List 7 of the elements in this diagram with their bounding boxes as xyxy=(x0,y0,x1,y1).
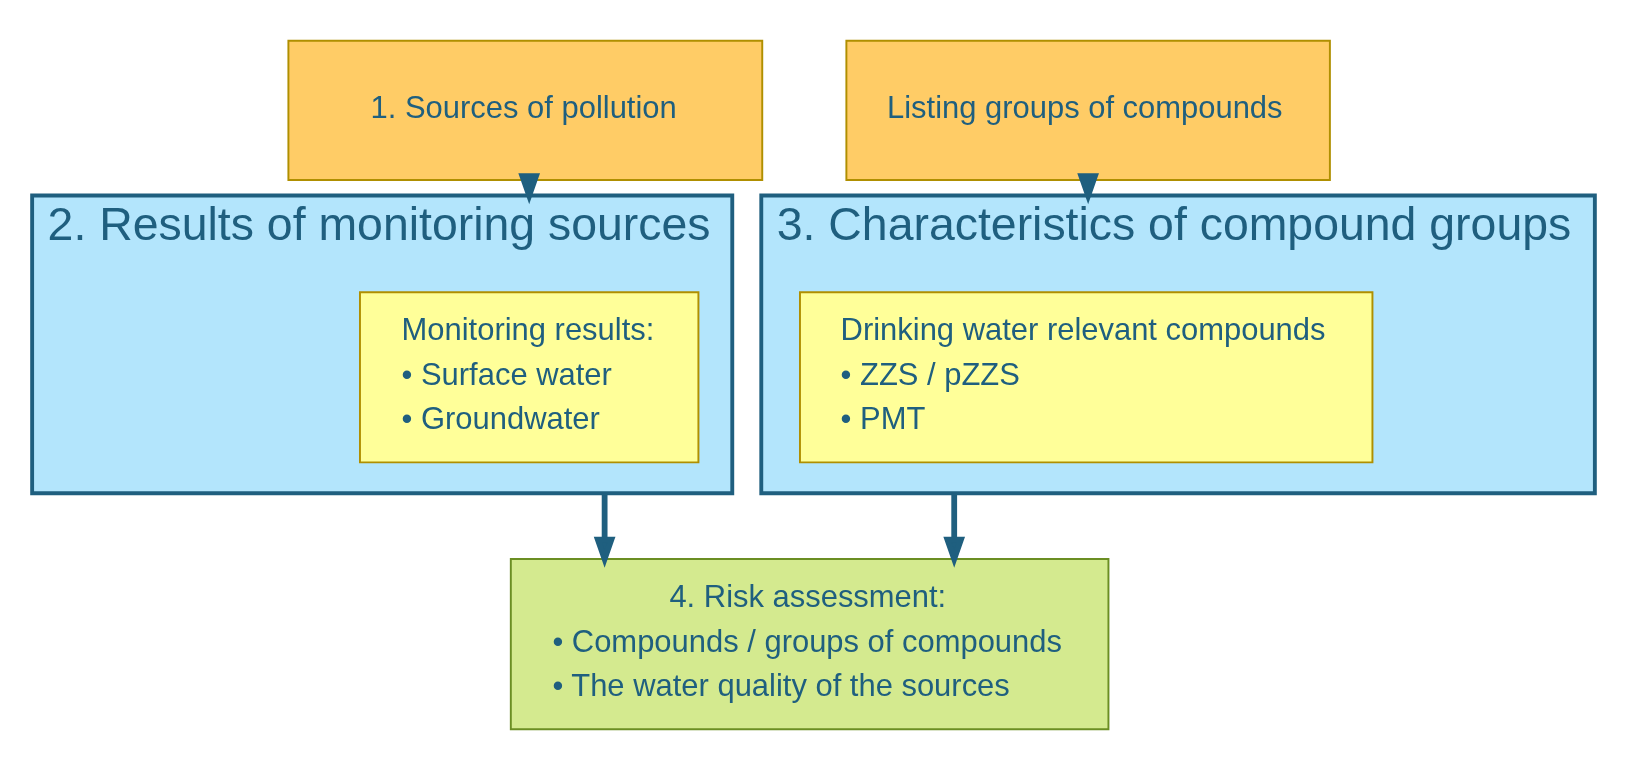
arrow xyxy=(1077,173,1099,205)
node-box: 4. Risk assessment: • Compounds / groups of compounds • The water quality of the sources xyxy=(509,558,1110,731)
node-box: Drinking water relevant compounds • ZZS / pZZS • PMT xyxy=(799,291,1374,464)
node-box: Monitoring results: • Surface water • Groundwater xyxy=(359,291,700,464)
arrow xyxy=(593,493,616,568)
arrow xyxy=(518,173,541,205)
arrow xyxy=(943,493,966,568)
